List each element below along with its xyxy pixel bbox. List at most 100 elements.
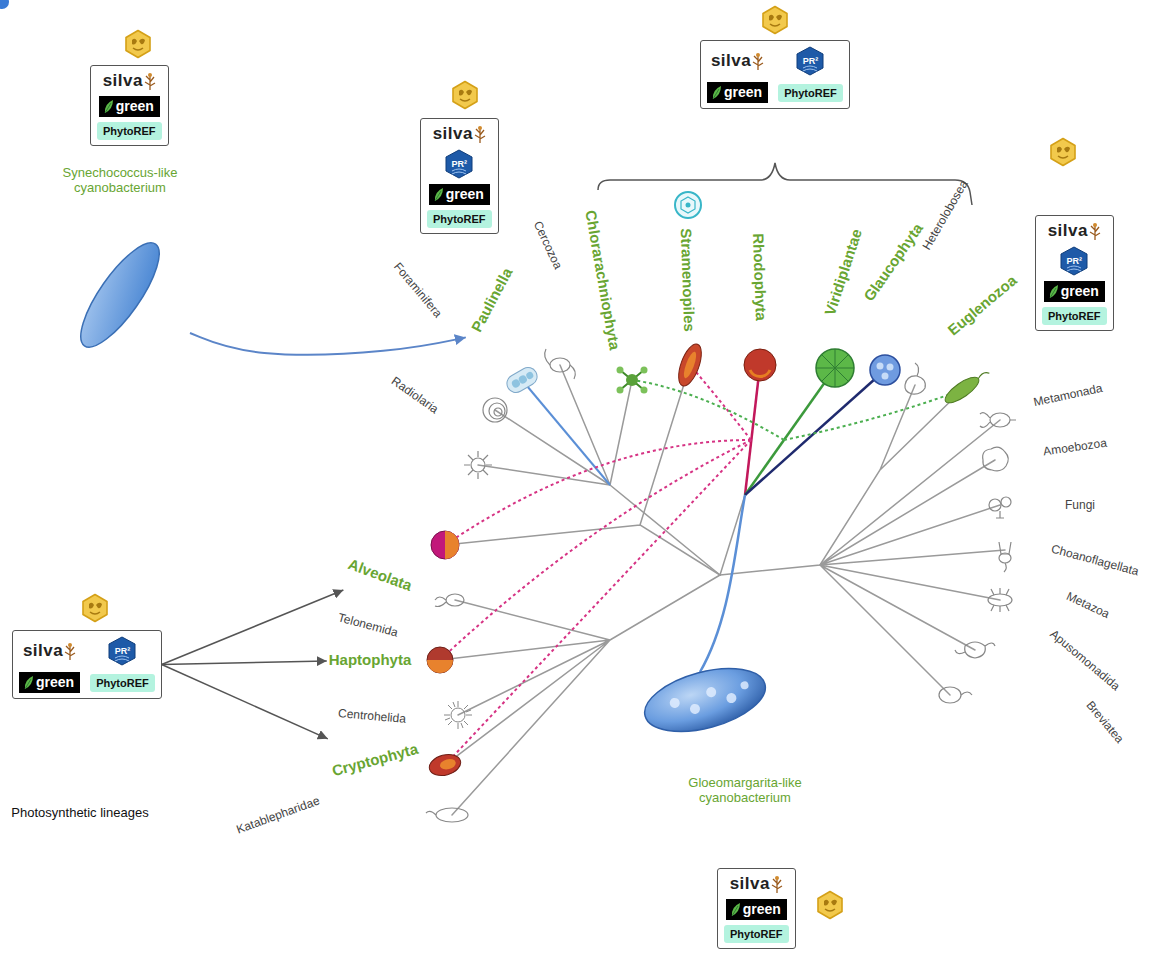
taxon-label: Fungi — [1065, 498, 1095, 512]
note-text: Photosynthetic lineages — [11, 805, 148, 820]
logo-text: PhytoREF — [730, 928, 783, 940]
logo-text: PhytoREF — [784, 87, 837, 99]
logo-text: green — [743, 901, 781, 917]
database-logo: silva — [433, 124, 486, 144]
tree-icon — [144, 72, 156, 90]
tree-icon — [752, 52, 764, 70]
leaf-icon — [23, 675, 34, 690]
taxon-label: Centrohelida — [337, 706, 406, 726]
leaf-icon — [711, 85, 722, 100]
database-logo: green — [429, 184, 490, 205]
tree-icon — [474, 125, 486, 143]
taxon-label: Metazoa — [1064, 589, 1112, 621]
logo-text: silva — [103, 71, 143, 91]
taxon-label: Gloeomargarita-like cyanobacterium — [675, 775, 815, 805]
logo-text: silva — [730, 874, 770, 894]
connector-arrow — [162, 661, 327, 665]
logo-text: PhytoREF — [1048, 310, 1101, 322]
logo-text: silva — [1048, 221, 1088, 241]
database-logo: PhytoREF — [778, 84, 843, 102]
taxon-label: Metamonada — [1032, 381, 1103, 409]
database-box: silva greenPhytoREF — [717, 868, 796, 949]
taxon-label: Choanoflagellata — [1050, 542, 1141, 579]
database-logo: green — [1044, 281, 1105, 302]
database-logo: PR² — [445, 149, 473, 179]
taxon-label: Rhodophyta — [750, 233, 770, 321]
database-logo: silva — [23, 641, 76, 661]
logo-text: silva — [711, 51, 751, 71]
tree-icon — [771, 875, 783, 893]
taxon-label: Cercozoa — [531, 219, 565, 271]
taxon-label: Euglenozoa — [944, 271, 1019, 338]
tree-icon — [1089, 222, 1101, 240]
database-box: silva greenPhytoREF — [90, 65, 169, 146]
database-logo: green — [707, 82, 768, 103]
lineage-label: Paulinella — [466, 263, 518, 338]
organism-name: Synechococcus-like cyanobacterium — [50, 165, 190, 195]
logo-text: green — [36, 674, 74, 690]
logo-text: green — [1061, 283, 1099, 299]
logo-text: PhytoREF — [103, 125, 156, 137]
logo-text: PR² — [115, 636, 131, 666]
taxon-label: Heterolobosea — [919, 178, 970, 253]
lineage-label: Cryptophyta — [328, 738, 422, 781]
logo-text: PhytoREF — [433, 213, 486, 225]
logo-text: PhytoREF — [96, 677, 149, 689]
database-logo: silva — [103, 71, 156, 91]
database-logo: PR² — [108, 636, 136, 666]
database-box: silvaPR² greenPhytoREF — [1035, 215, 1114, 331]
lineage-name: Alveolata — [346, 555, 414, 594]
database-logo: PhytoREF — [97, 122, 162, 140]
logo-text: green — [446, 186, 484, 202]
database-logo: PhytoREF — [724, 925, 789, 943]
database-logo: PhytoREF — [90, 674, 155, 692]
database-logo: green — [19, 672, 80, 693]
database-logo: PhytoREF — [427, 210, 492, 228]
lineage-name: Cryptophyta — [330, 740, 420, 779]
taxon-label: Apusomonadida — [1047, 627, 1122, 693]
leaf-icon — [1048, 284, 1059, 299]
database-box: silvaPR² greenPhytoREF — [420, 118, 499, 234]
connector-arrow — [190, 333, 466, 355]
logo-text: silva — [433, 124, 473, 144]
database-logo: silva — [1048, 221, 1101, 241]
tree-icon — [64, 642, 76, 660]
taxon-label: Radiolaria — [389, 374, 441, 416]
logo-text: PR² — [1067, 246, 1083, 276]
taxon-label: Glaucophyta — [860, 220, 926, 304]
taxon-label: Telonemida — [337, 610, 400, 639]
database-logo: PR² — [1060, 246, 1088, 276]
database-box: silva PR² green PhytoREF — [700, 40, 850, 109]
taxon-label: Viridiplantae — [821, 227, 865, 318]
taxon-label: Stramenopiles — [678, 228, 699, 332]
leaf-icon — [730, 902, 741, 917]
connector-arrow — [162, 590, 344, 664]
lineage-label: Haptophyta — [327, 650, 414, 670]
leaf-icon — [433, 187, 444, 202]
database-logo: silva — [711, 51, 764, 71]
logo-text: PR² — [803, 46, 819, 76]
cyanobacterium-drawing — [50, 195, 190, 375]
database-logo: PhytoREF — [1042, 307, 1107, 325]
taxon-label: Amoebozoa — [1042, 436, 1107, 459]
database-logo: PR² — [796, 46, 824, 76]
database-logo: green — [99, 96, 160, 117]
lineage-name: Paulinella — [468, 265, 516, 335]
connector-arrow — [162, 665, 328, 739]
database-logo: green — [726, 899, 787, 920]
taxon-label: Foraminifera — [391, 260, 445, 321]
database-box: silva PR² green PhytoREF — [12, 630, 162, 699]
lineage-name: Haptophyta — [329, 651, 412, 668]
taxon-label: Breviatea — [1083, 698, 1126, 746]
logo-text: PR² — [452, 149, 468, 179]
logo-text: silva — [23, 641, 63, 661]
taxon-label: Katablepharidae — [235, 793, 322, 836]
logo-text: green — [116, 98, 154, 114]
logo-text: green — [724, 84, 762, 100]
leaf-icon — [103, 99, 114, 114]
organism-label: Synechococcus-like cyanobacterium — [50, 165, 190, 375]
taxon-label: Chlorarachniophyta — [582, 209, 623, 351]
